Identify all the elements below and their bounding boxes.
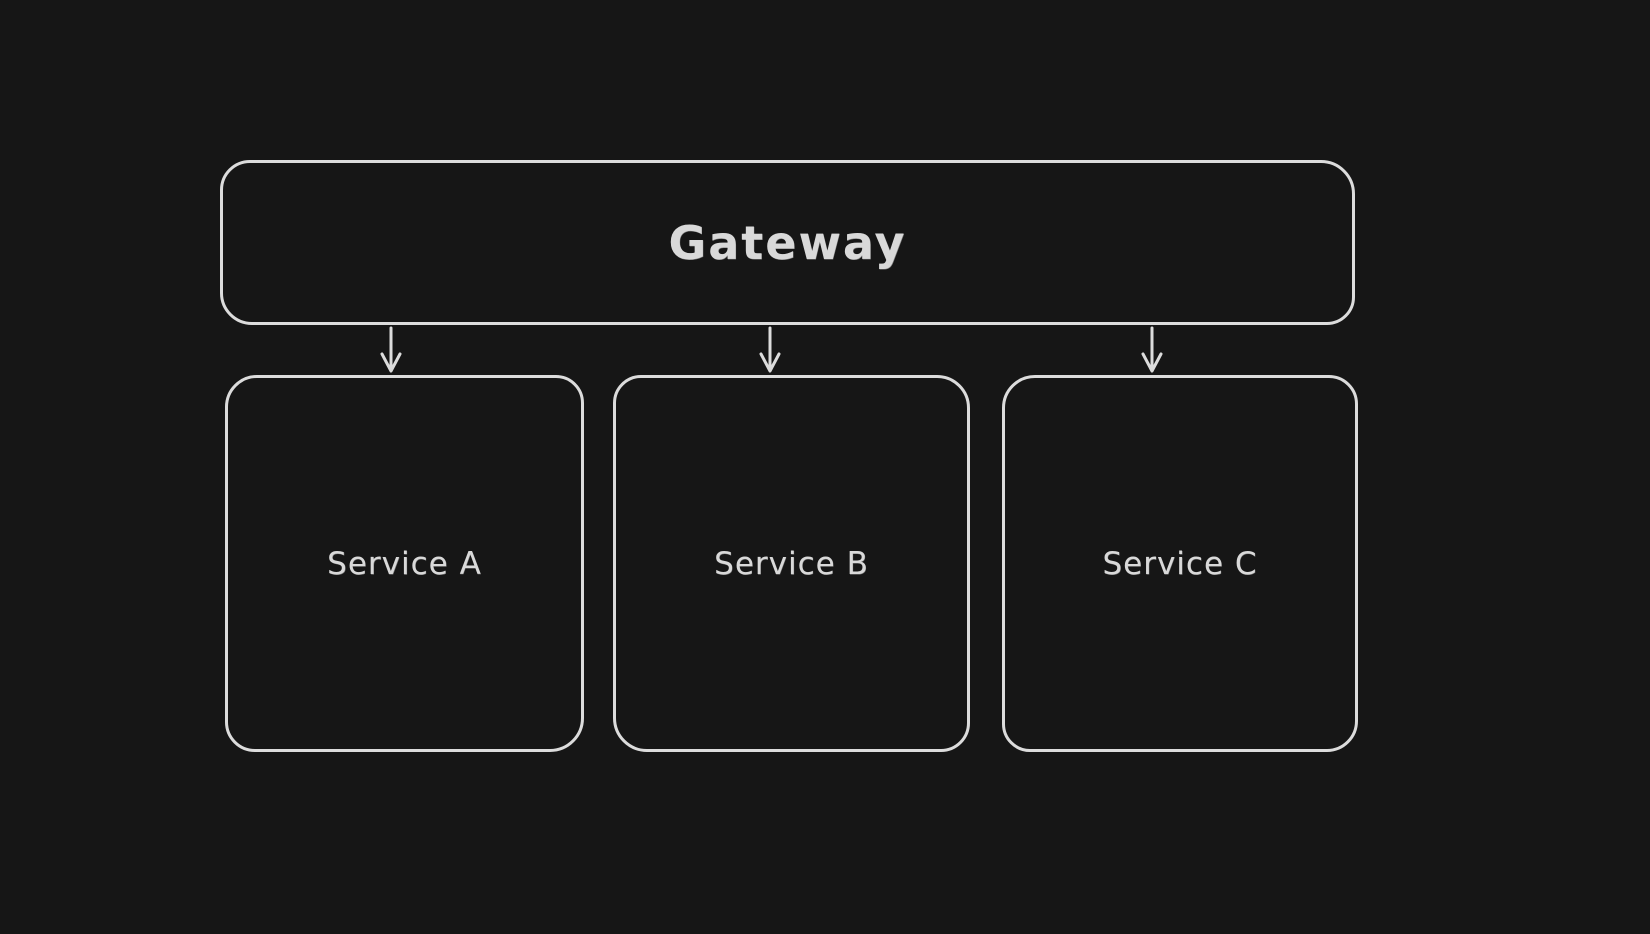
arrow-gateway-to-service-c[interactable] xyxy=(1141,326,1163,373)
arrow-gateway-to-service-a[interactable] xyxy=(380,326,402,373)
node-service-c-label: Service C xyxy=(1102,545,1258,582)
node-service-b[interactable]: Service B xyxy=(613,375,970,752)
node-service-c[interactable]: Service C xyxy=(1002,375,1358,752)
node-service-a-label: Service A xyxy=(327,545,482,582)
node-service-a[interactable]: Service A xyxy=(225,375,584,752)
node-gateway-label: Gateway xyxy=(668,215,907,270)
arrow-gateway-to-service-b[interactable] xyxy=(759,326,781,373)
node-service-b-label: Service B xyxy=(714,545,869,582)
node-gateway[interactable]: Gateway xyxy=(220,160,1355,325)
